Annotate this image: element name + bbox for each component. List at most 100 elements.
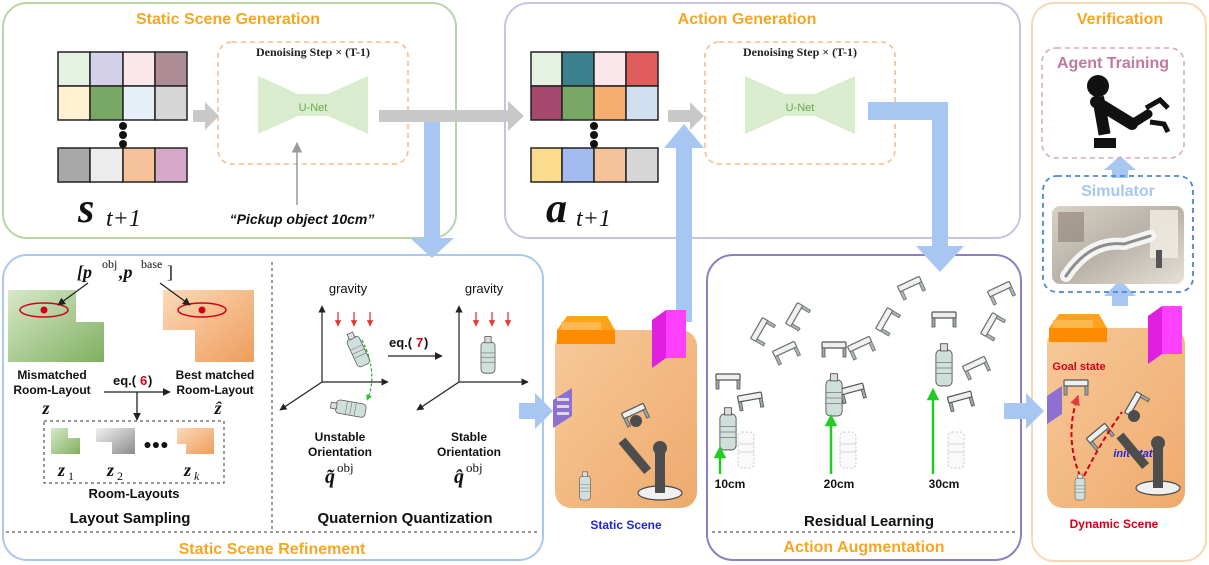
pointer-arrow-left <box>57 282 89 306</box>
svg-text:]: ] <box>167 262 173 282</box>
residual-ghost-grippers <box>749 275 1017 381</box>
q-hat-symbol: q̂ obj <box>454 460 483 488</box>
simulator-box <box>1042 175 1194 293</box>
best-target-dot <box>198 306 206 314</box>
best-label-1: Best matched <box>176 368 255 382</box>
dynamic-scene-floor <box>1047 328 1185 508</box>
zk-symbol: z k <box>183 460 200 483</box>
svg-text:obj: obj <box>337 460 354 475</box>
unstable-label-2: Orientation <box>308 445 372 459</box>
s-symbol: s t+1 <box>77 186 141 232</box>
residual-learning-title: Residual Learning <box>804 513 934 530</box>
residual-label-20cm: 20cm <box>824 477 855 491</box>
denoising-box-static <box>217 41 409 165</box>
a-vertical-dots <box>590 122 598 148</box>
mismatched-target-dot <box>40 306 48 314</box>
room-layout-k <box>177 428 214 454</box>
residual-gripper-30cm <box>931 311 957 328</box>
svg-text:s: s <box>77 186 94 232</box>
mismatched-label-1: Mismatched <box>17 368 86 382</box>
prompt-text: “Pickup object 10cm” <box>230 211 375 227</box>
eq7-label: eq.( 7 ) <box>389 335 428 350</box>
residual-label-30cm: 30cm <box>929 477 960 491</box>
fall-trajectory <box>361 339 373 401</box>
verification-panel <box>1031 2 1207 562</box>
unet-action-label: U-Net <box>786 102 815 114</box>
trajectory-dashed-2 <box>1083 411 1123 477</box>
unet-static-label: U-Net <box>299 102 328 114</box>
residual-ghost-bottle-20cm <box>839 431 857 469</box>
dynamic-scene-wall-panel <box>1047 386 1062 424</box>
denoising-label-static: Denoising Step × (T-1) <box>256 45 370 59</box>
gravity-label-right: gravity <box>465 281 504 296</box>
svg-text:2: 2 <box>117 469 123 483</box>
layouts-ellipsis: ●●● <box>143 436 168 452</box>
room-layout-2 <box>96 428 135 454</box>
svg-text:obj: obj <box>102 257 117 271</box>
svg-text:): ) <box>424 335 428 350</box>
simulator-view <box>1052 206 1184 284</box>
blue-flow-arrows <box>410 102 1136 429</box>
room-layout-1 <box>51 428 80 454</box>
residual-ghost-bottle-30cm <box>947 431 965 469</box>
a-token-grid-top <box>530 51 659 121</box>
action-augmentation-title: Action Augmentation <box>783 539 944 556</box>
residual-ghost-bottle-10cm <box>737 431 755 469</box>
svg-text:t+1: t+1 <box>106 206 141 232</box>
simulator-label: Simulator <box>1081 183 1155 200</box>
svg-text:t+1: t+1 <box>576 206 611 232</box>
svg-text:q̂: q̂ <box>454 466 464 488</box>
unet-static-shape <box>258 76 368 134</box>
best-matched-room-shape <box>163 290 254 362</box>
gravity-label-left: gravity <box>329 281 368 296</box>
dynamic-scene-couch <box>1049 314 1107 342</box>
agent-training-box <box>1041 47 1185 159</box>
svg-text:7: 7 <box>416 335 423 350</box>
s-vertical-dots <box>119 122 127 148</box>
s-token-grid-bottom <box>57 147 188 183</box>
svg-text:,p: ,p <box>118 262 133 282</box>
static-scene-generation-title: Static Scene Generation <box>136 11 320 28</box>
residual-gripper-10cm-b <box>736 391 765 412</box>
z-symbol: z <box>41 398 49 418</box>
mismatched-room-shape <box>8 290 104 362</box>
svg-text:eq.(: eq.( <box>113 373 137 388</box>
svg-text:k: k <box>194 469 200 483</box>
static-scene-label: Static Scene <box>590 518 662 532</box>
residual-gripper-20cm-b <box>838 382 868 405</box>
z2-symbol: z 2 <box>106 460 123 483</box>
gray-flow-arrows <box>193 101 704 131</box>
agent-training-label: Agent Training <box>1057 55 1169 72</box>
room-layouts-box <box>43 420 225 484</box>
goal-state-label: Goal state <box>1052 361 1105 373</box>
svg-text:base: base <box>141 257 162 271</box>
residual-bottle-10cm <box>719 407 737 451</box>
residual-gripper-30cm-b <box>946 390 976 413</box>
static-scene-couch <box>557 316 615 344</box>
svg-text:z: z <box>106 460 114 480</box>
axes-left <box>279 305 389 411</box>
pointer-arrow-right <box>159 282 191 306</box>
mismatched-target-ellipse <box>19 302 69 318</box>
static-scene-bottle <box>579 471 591 501</box>
action-generation-title: Action Generation <box>678 11 817 28</box>
axes-right <box>416 305 529 411</box>
robot-arm-icon <box>1087 75 1171 148</box>
svg-text:q̃: q̃ <box>325 466 335 488</box>
verification-title: Verification <box>1077 11 1163 28</box>
residual-gripper-10cm <box>715 373 741 390</box>
dynamic-scene-label: Dynamic Scene <box>1070 517 1159 531</box>
a-token-grid-bottom <box>530 147 659 183</box>
svg-text:obj: obj <box>466 460 483 475</box>
gravity-arrows-right <box>472 312 512 327</box>
best-label-2: Room-Layout <box>176 383 253 397</box>
svg-text:6: 6 <box>140 373 147 388</box>
residual-bottle-30cm <box>935 343 953 387</box>
z1-symbol: z 1 <box>57 460 74 483</box>
gravity-arrows-left <box>334 312 374 327</box>
position-notation: [p obj ,p base ] <box>77 257 173 282</box>
stable-label-1: Stable <box>451 430 487 444</box>
trajectory-dashed <box>1070 395 1081 477</box>
svg-text:[p: [p <box>77 262 92 282</box>
residual-label-10cm: 10cm <box>715 477 746 491</box>
